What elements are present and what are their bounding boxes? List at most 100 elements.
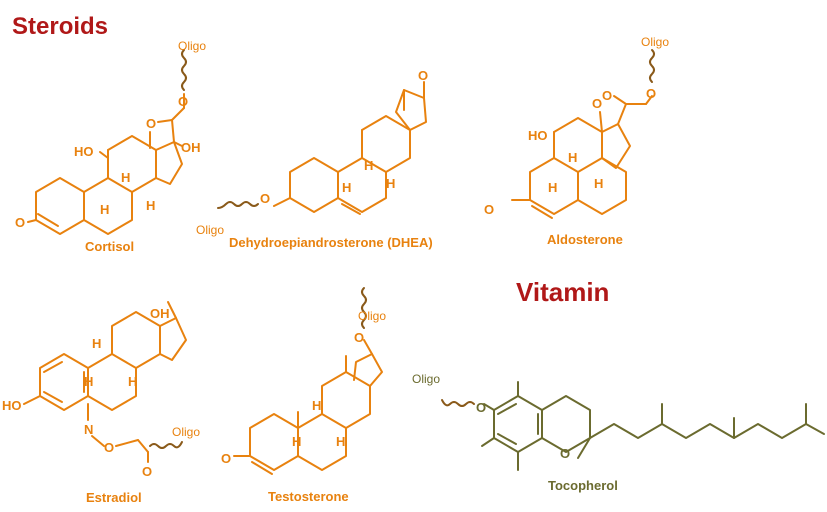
cortisol-ether-o: O [178, 94, 188, 109]
dhea-ether-o: O [260, 191, 270, 206]
estradiol-arom-2 [43, 391, 63, 403]
aldosterone-ald-o: O [592, 96, 602, 111]
aldosterone-h2: H [548, 180, 557, 195]
aldosterone-keto-o: O [484, 202, 494, 217]
testosterone-ring-d [353, 353, 383, 387]
tocopherol-ring-o: O [560, 446, 570, 461]
aldosterone-name: Aldosterone [547, 232, 623, 247]
cortisol-ring-d [155, 141, 183, 185]
testosterone-h3: H [336, 434, 345, 449]
aldosterone-double-bond [531, 205, 553, 219]
cortisol-oligo: Oligo [178, 39, 206, 53]
dhea-h2: H [342, 180, 351, 195]
estradiol-ring-b [87, 353, 137, 411]
tocopherol-terminal [805, 423, 825, 435]
aldosterone-ring-b [577, 157, 627, 215]
estradiol-h3: H [128, 374, 137, 389]
cortisol-keto-o: O [15, 215, 25, 230]
dhea-o-bond [273, 197, 291, 207]
testosterone-linker [361, 287, 367, 329]
aldosterone-linker [649, 49, 655, 83]
estradiol-ring-d [159, 317, 187, 361]
testosterone-double-bond [251, 461, 273, 475]
tocopherol-name: Tocopherol [548, 478, 618, 493]
dhea-structure: O H H H O Oligo Dehydroepiandrosterone (… [196, 68, 433, 250]
aldosterone-h1: H [568, 150, 577, 165]
dhea-h1: H [364, 158, 373, 173]
cortisol-ring-c [107, 135, 157, 193]
cortisol-linker [181, 49, 187, 91]
aldosterone-ald [599, 111, 603, 133]
estradiol-ho: HO [2, 398, 22, 413]
dhea-name: Dehydroepiandrosterone (DHEA) [229, 235, 433, 250]
tocopherol-arom-2 [497, 433, 517, 445]
cortisol-structure: O HO H H H O OH O Oligo Cortisol [15, 39, 206, 254]
testosterone-h2: H [292, 434, 301, 449]
estradiol-linker [149, 441, 183, 449]
testosterone-ring-c [321, 371, 371, 429]
dhea-oligo: Oligo [196, 223, 224, 237]
tocopherol-arom-1 [497, 403, 517, 415]
estradiol-no-bond [91, 435, 105, 447]
estradiol-oligo: Oligo [172, 425, 200, 439]
testosterone-ether-o: O [354, 330, 364, 345]
cortisol-keto-bond [27, 219, 37, 223]
testosterone-ring-a [249, 413, 299, 471]
aldosterone-ring-c [553, 117, 603, 159]
cortisol-ring-b [83, 177, 133, 235]
estradiol-ch2 [115, 439, 139, 447]
estradiol-h2: H [84, 374, 93, 389]
testosterone-oligo: Oligo [358, 309, 386, 323]
aldosterone-ho: HO [528, 128, 548, 143]
tocopherol-structure: O O Oligo Tocopherol [412, 372, 825, 493]
testosterone-structure: O H H H O Oligo Testosterone [221, 287, 386, 504]
cortisol-h2: H [100, 202, 109, 217]
tocopherol-linker [441, 399, 475, 407]
aldosterone-o-bond [645, 95, 653, 105]
aldosterone-carbonyl [613, 95, 627, 105]
cortisol-ring-a [35, 177, 85, 235]
dhea-linker [217, 201, 259, 209]
cortisol-name: Cortisol [85, 239, 134, 254]
tocopherol-methyl-3 [481, 437, 495, 447]
dhea-ring-d [395, 89, 427, 131]
cortisol-oh-bond [99, 151, 109, 159]
cortisol-carbonyl [157, 119, 173, 123]
cortisol-oh-bond-2 [173, 141, 183, 147]
aldosterone-side-chain [617, 103, 627, 125]
cortisol-side-chain [171, 119, 175, 143]
aldosterone-h3: H [594, 176, 603, 191]
estradiol-structure: OH HO H H H N O O Oligo Estradiol [2, 301, 200, 505]
tocopherol-aromatic-ring [493, 395, 543, 453]
tocopherol-ether-o: O [476, 400, 486, 415]
estradiol-ring-a [39, 353, 89, 411]
estradiol-carbonyl-c [137, 439, 149, 453]
dhea-keto-o: O [418, 68, 428, 83]
dhea-ring-b [337, 157, 387, 213]
dhea-h3: H [386, 176, 395, 191]
testosterone-ring-b [297, 413, 347, 471]
estradiol-ring-c [111, 311, 161, 369]
estradiol-ether-o: O [104, 440, 114, 455]
aldosterone-ether-o: O [646, 86, 656, 101]
estradiol-arom-1 [43, 361, 63, 373]
estradiol-carbonyl-o: O [142, 464, 152, 479]
testosterone-h1: H [312, 398, 321, 413]
steroids-heading: Steroids [12, 13, 108, 40]
tocopherol-o-bond [483, 403, 495, 411]
estradiol-h1: H [92, 336, 101, 351]
tocopherol-chroman-ring [541, 395, 591, 453]
tocopherol-phytyl-chain [589, 423, 807, 439]
dhea-ring-a [289, 157, 339, 213]
testosterone-o-bond [363, 339, 373, 355]
cortisol-side-chain-2 [171, 107, 185, 121]
estradiol-name: Estradiol [86, 490, 142, 505]
estradiol-n: N [84, 422, 93, 437]
tocopherol-c2-methyl [577, 437, 591, 459]
cortisol-double-bond [37, 213, 59, 227]
cortisol-h3: H [146, 198, 155, 213]
aldosterone-oligo: Oligo [641, 35, 669, 49]
estradiol-oh: OH [150, 306, 170, 321]
vitamin-heading: Vitamin [516, 277, 609, 307]
